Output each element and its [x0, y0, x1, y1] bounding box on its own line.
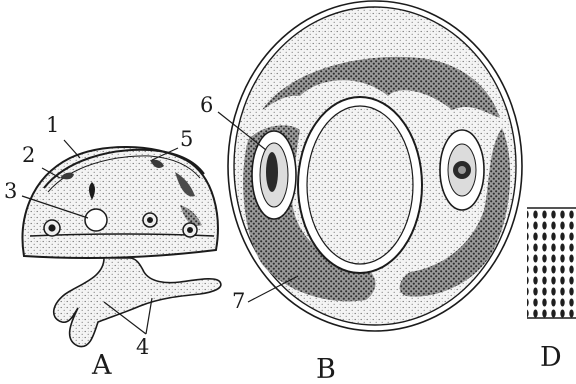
label-2: 2: [22, 143, 35, 167]
panel-d-mesh-strip: [527, 208, 576, 318]
panel-b-drawing: [228, 1, 522, 331]
panel-a-drawing: [23, 147, 221, 347]
panel-a-label: A: [91, 350, 112, 381]
panel-b-label: B: [316, 354, 336, 384]
panel-a-hyphae: [54, 258, 221, 347]
label-4: 4: [136, 335, 149, 359]
panel-d-label: D: [540, 342, 562, 373]
label-5: 5: [180, 127, 193, 151]
leader-line-1: [64, 140, 80, 158]
panel-d-drawing: [527, 208, 576, 318]
panel-a-cell-body: [23, 147, 218, 258]
label-6: 6: [200, 93, 213, 117]
label-7: 7: [232, 289, 245, 313]
label-3: 3: [4, 179, 17, 203]
panel-a-vacuole: [85, 209, 107, 231]
label-1: 1: [46, 113, 59, 137]
